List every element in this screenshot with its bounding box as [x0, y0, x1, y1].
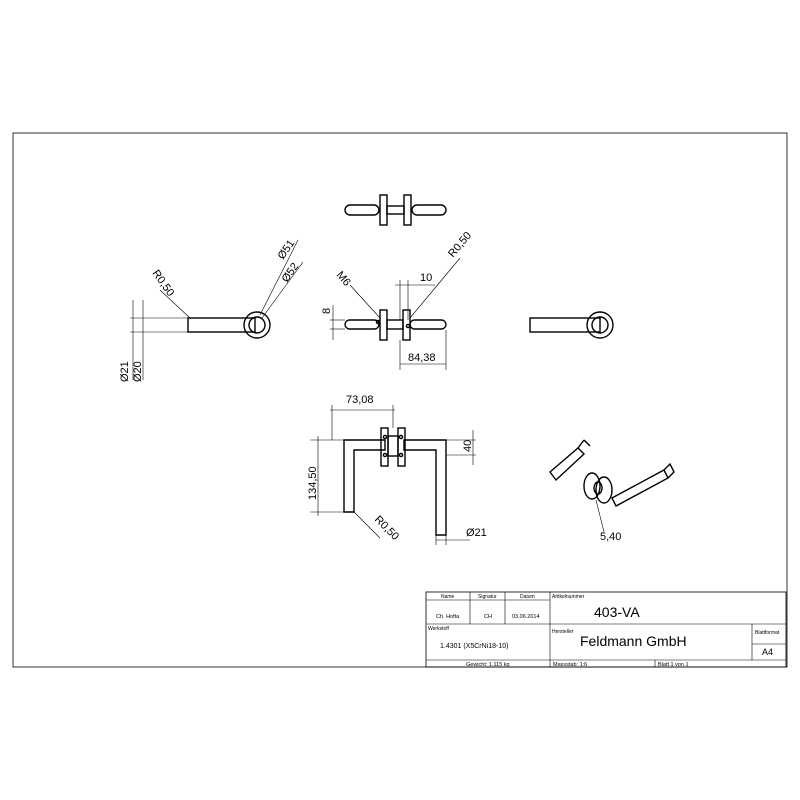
tb-sheet: Blatt 1 von 1 [658, 662, 689, 668]
tb-header-material: Werkstoff [428, 626, 450, 632]
drawing-frame [12, 132, 788, 668]
top-pair-view [344, 194, 447, 226]
lever-bar [187, 317, 256, 333]
top-view: R0,50 Ø51 Ø52 Ø21 Ø20 [119, 238, 304, 382]
iso-view: 5,40 [549, 439, 675, 543]
front-view: 73,08 134,50 40 R0,50 Ø21 [307, 394, 487, 545]
dim-r-tip-top: R0,50 [150, 268, 177, 299]
end-view [529, 311, 614, 339]
dim-dia-rose-inner: Ø52 [280, 261, 302, 285]
dim-height-40: 40 [462, 440, 474, 452]
dim-length-84-38: 84,38 [408, 352, 436, 364]
dim-thread-m6: M6 [334, 269, 353, 288]
tb-signature-value: CH [484, 614, 492, 620]
tb-article-value: 403-VA [594, 604, 640, 620]
dim-square-8: 8 [321, 308, 333, 314]
tb-manufacturer-value: Feldmann GmbH [580, 633, 687, 649]
tb-header-name: Name [441, 594, 455, 600]
dim-height-134-50: 134,50 [307, 466, 319, 500]
tb-material-value: 1.4301 (X5CrNi18-10) [440, 643, 508, 650]
tb-header-date: Datum [520, 594, 535, 600]
dim-r-corner: R0,50 [372, 514, 401, 543]
dim-dia-rose-outer: Ø51 [276, 238, 298, 262]
tb-date-value: 03.06.2014 [512, 614, 540, 620]
side-view: M6 8 10 R0,50 84,38 [321, 230, 474, 370]
tb-weight: Gewicht: 1.115 kg [466, 662, 510, 668]
tb-header-manufacturer: Hersteller [552, 629, 574, 635]
dim-dia-lever-inner: Ø20 [132, 361, 144, 382]
title-block: Name Signatur Datum Artikelnummer Werkst… [425, 591, 787, 668]
tb-scale: Massstab: 1:6 [553, 662, 587, 668]
tb-header-signature: Signatur [478, 594, 497, 600]
dim-thickness-5-40: 5,40 [600, 531, 621, 543]
dim-dia-bar: Ø21 [466, 527, 487, 539]
tb-name-value: Ch. Hofta [436, 614, 460, 620]
dim-dia-lever-outer: Ø21 [119, 361, 131, 382]
tb-header-article: Artikelnummer [552, 594, 585, 600]
tb-format-value: A4 [762, 647, 773, 657]
dim-offset-10: 10 [420, 272, 432, 284]
dim-width-73-08: 73,08 [346, 394, 374, 406]
rose-inner [248, 316, 266, 334]
tb-header-format: Blattformat [755, 630, 780, 636]
rose-outer [243, 311, 271, 339]
dim-r-tip-side: R0,50 [446, 230, 474, 260]
